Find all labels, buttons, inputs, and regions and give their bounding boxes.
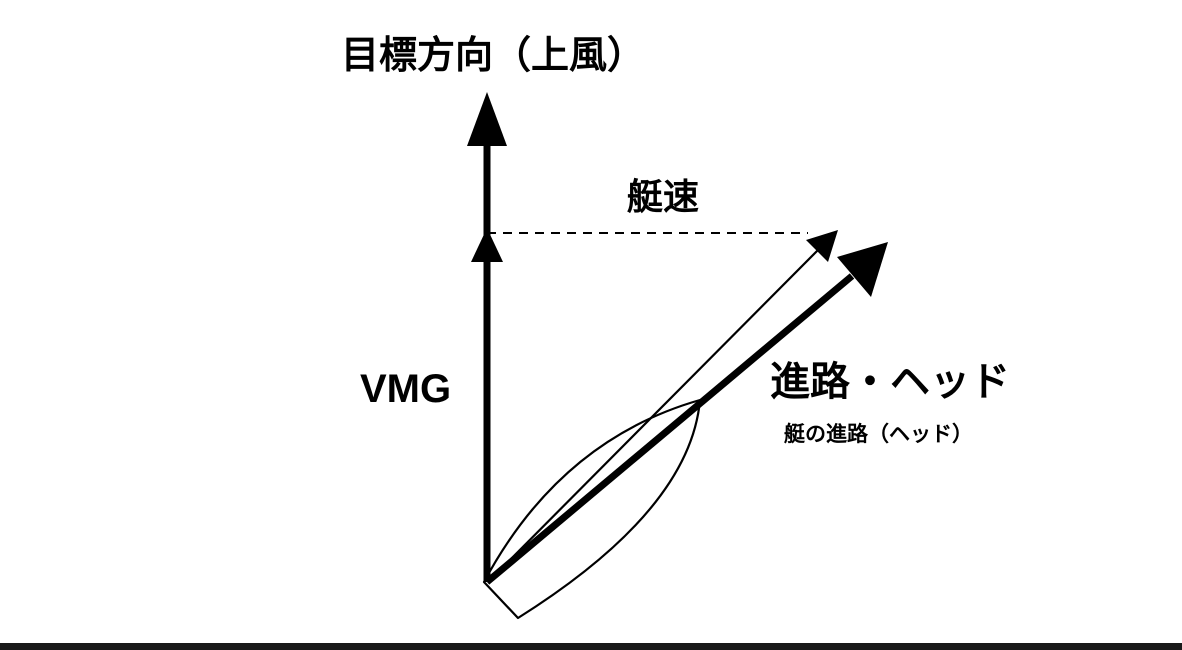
boat-course-heading-caption: 艇の進路（ヘッド）	[784, 422, 973, 446]
target-direction-arrowhead	[467, 92, 507, 146]
boat-speed-label: 艇速	[627, 177, 700, 218]
bottom-border-bar	[0, 643, 1182, 650]
vmg-arrowhead	[471, 228, 503, 262]
course-heading-vector	[484, 273, 855, 585]
course-heading-label: 進路・ヘッド	[770, 359, 1010, 405]
target-direction-label: 目標方向（上風）	[341, 33, 646, 77]
boat-speed-arrowhead	[806, 230, 838, 262]
vmg-label: VMG	[360, 367, 452, 411]
course-heading-arrowhead	[837, 242, 888, 297]
boat-speed-vector	[487, 249, 819, 583]
